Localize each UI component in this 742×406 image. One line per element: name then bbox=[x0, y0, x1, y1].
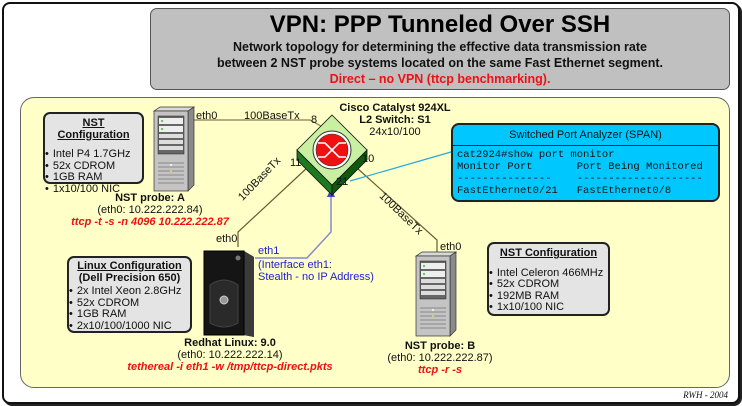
b-eth0-label: eth0 bbox=[440, 241, 462, 253]
span-callout-line bbox=[349, 151, 452, 182]
linux-config-box: Linux Configuration (Dell Precision 650)… bbox=[67, 256, 192, 333]
span-line: --------------- -------------------- bbox=[457, 173, 703, 185]
linux-config-list: 2x Intel Xeon 2.8GHz 52x CDROM 1GB RAM 2… bbox=[69, 285, 190, 333]
linux-eth1-label: eth1 bbox=[258, 245, 280, 257]
linux-eth0-label: eth0 bbox=[216, 233, 238, 245]
eth1-note-line-1: (Interface eth1: bbox=[258, 259, 332, 271]
linux-ip: (eth0: 10.222.222.14) bbox=[177, 349, 283, 361]
list-item: 1GB RAM bbox=[69, 308, 190, 321]
list-item: 52x CDROM bbox=[69, 297, 190, 310]
linux-command: tethereal -i eth1 -w /tmp/ttcp-direct.pk… bbox=[127, 361, 333, 373]
subtitle-line-2: between 2 NST probe systems located on t… bbox=[217, 56, 663, 70]
span-line: FastEthernet0/21 FastEthernet0/8 bbox=[457, 185, 672, 197]
a-eth0-label: eth0 bbox=[196, 110, 218, 122]
list-item: 52x CDROM bbox=[45, 160, 142, 173]
span-line: cat2924#show port monitor bbox=[457, 149, 615, 161]
span-box: Switched Port Analyzer (SPAN) cat2924#sh… bbox=[451, 123, 720, 202]
probe-b-config-box: NST Configuration Intel Celeron 466MHz 5… bbox=[487, 242, 610, 316]
list-item: 1GB RAM bbox=[45, 171, 142, 184]
linux-eth1-note: (Interface eth1: Stealth - no IP Address… bbox=[258, 259, 374, 283]
switch-label: Cisco Catalyst 924XL L2 Switch: S1 24x10… bbox=[336, 102, 454, 138]
probe-b-name: NST probe: B bbox=[404, 340, 476, 352]
probe-a-config-box: NST Configuration Intel P4 1.7GHz 52x CD… bbox=[43, 112, 144, 194]
subtitle-mode: Direct – no VPN (ttcp benchmarking). bbox=[329, 72, 551, 86]
list-item: 2x Intel Xeon 2.8GHz bbox=[69, 285, 190, 298]
probe-a-config-list: Intel P4 1.7GHz 52x CDROM 1GB RAM 1x10/1… bbox=[45, 148, 142, 196]
span-title: Switched Port Analyzer (SPAN) bbox=[453, 125, 718, 146]
list-item: 1x10/100 NIC bbox=[489, 301, 608, 314]
switch-ports-desc: 24x10/100 bbox=[369, 126, 421, 138]
port-8-label: 8 bbox=[311, 114, 318, 126]
switch-role: L2 Switch: S1 bbox=[359, 114, 431, 126]
probe-a-ip: (eth0: 10.222.222.84) bbox=[97, 204, 203, 216]
author-credit: RWH - 2004 bbox=[683, 390, 728, 400]
title-box: VPN: PPP Tunneled Over SSH Network topol… bbox=[150, 8, 730, 90]
probe-b-config-title: NST Configuration bbox=[499, 247, 598, 259]
probe-b-command: ttcp -r -s bbox=[418, 364, 462, 376]
link-linux-to-switch bbox=[237, 166, 309, 247]
port-21-label: 21 bbox=[336, 176, 349, 188]
probe-a-name: NST probe: A bbox=[115, 192, 185, 204]
link-linux-eth1 bbox=[255, 196, 332, 259]
page-title: VPN: PPP Tunneled Over SSH bbox=[269, 11, 611, 38]
list-item: 52x CDROM bbox=[489, 278, 608, 291]
linux-config-subtitle: (Dell Precision 650) bbox=[78, 271, 181, 284]
port-11-label: 11 bbox=[290, 157, 302, 169]
probe-b-ip: (eth0: 10.222.222.87) bbox=[387, 352, 493, 364]
list-item: Intel P4 1.7GHz bbox=[45, 148, 142, 161]
subtitle-line-1: Network topology for determining the eff… bbox=[233, 40, 647, 54]
probe-a-command: ttcp -t -s -n 4096 10.222.222.87 bbox=[71, 216, 229, 228]
port-10-label: 10 bbox=[362, 153, 375, 165]
eth1-note-line-2: Stealth - no IP Address) bbox=[258, 271, 374, 283]
server-a-icon bbox=[152, 106, 196, 192]
probe-b-config-list: Intel Celeron 466MHz 52x CDROM 192MB RAM… bbox=[489, 267, 608, 314]
list-item: Intel Celeron 466MHz bbox=[489, 267, 608, 280]
server-b-icon bbox=[414, 251, 458, 337]
a-link-media-label: 100BaseTx bbox=[244, 110, 300, 122]
list-item: 2x10/100/1000 NIC bbox=[69, 320, 190, 333]
list-item: 192MB RAM bbox=[489, 290, 608, 303]
linux-name: Redhat Linux: 9.0 bbox=[184, 337, 276, 349]
linux-workstation-icon bbox=[203, 250, 254, 337]
linux-config-title: Linux Configuration bbox=[77, 260, 182, 272]
link-b-to-switch bbox=[356, 167, 438, 252]
probe-a-config-title: NST Configuration bbox=[57, 117, 130, 141]
switch-icon bbox=[296, 114, 368, 196]
switch-name: Cisco Catalyst 924XL bbox=[339, 102, 451, 114]
list-item: 1x10/100 NIC bbox=[45, 183, 142, 196]
span-line: Monitor Port Port Being Monitored bbox=[457, 161, 703, 173]
